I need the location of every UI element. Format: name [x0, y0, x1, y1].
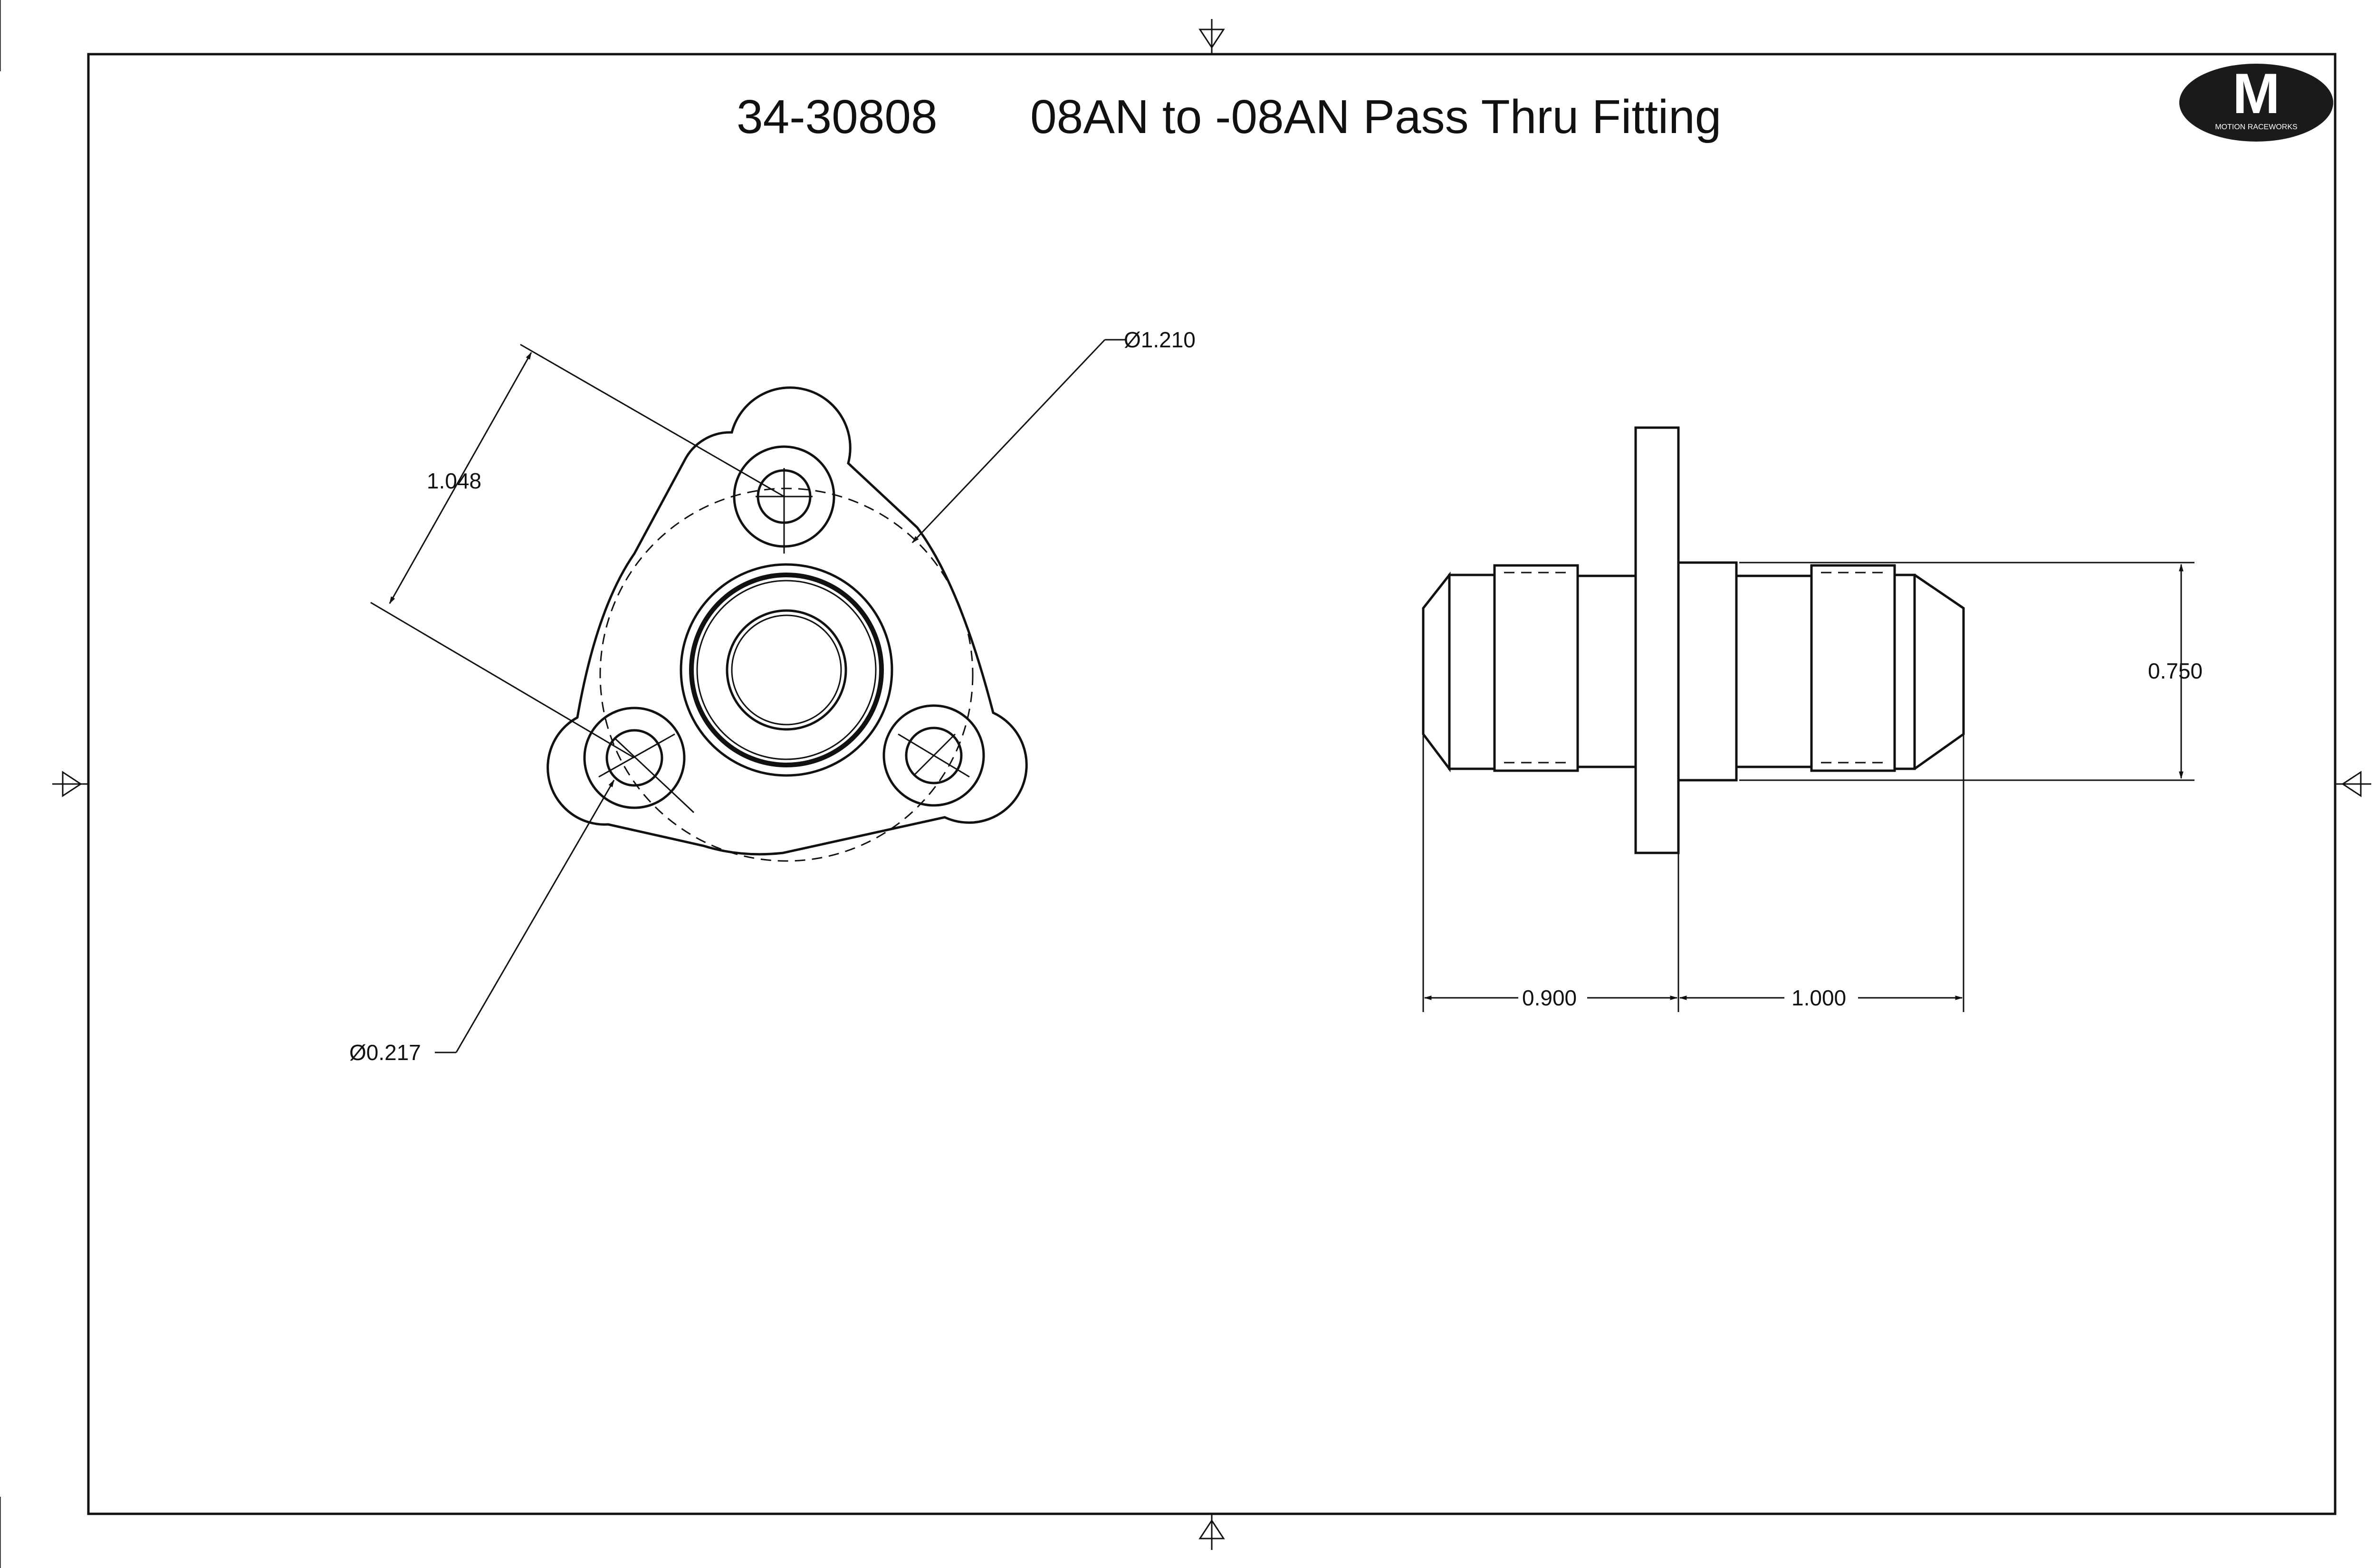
- bolt-hole-right: [882, 704, 985, 807]
- left-thread-body: [1448, 574, 1496, 770]
- flange-outline: [546, 386, 1028, 856]
- dim-hole-spacing: [370, 344, 785, 759]
- brand-logo: M MOTION RACEWORKS: [2179, 62, 2333, 142]
- left-flare: [1422, 571, 1451, 773]
- logo-brand-text: MOTION RACEWORKS: [2215, 123, 2297, 131]
- dim-hole-diameter: [435, 779, 615, 1053]
- dim-hole-spacing-label: 1.048: [427, 468, 481, 493]
- centering-marks: [52, 19, 2371, 1550]
- sheet-border: [87, 53, 2337, 1515]
- port-inner-ring-b: [696, 580, 877, 760]
- left-thread: [1493, 564, 1579, 772]
- dim-right-length-label: 1.000: [1792, 985, 1846, 1010]
- port-bore-inner: [731, 614, 842, 726]
- flange-plate: [1634, 426, 1680, 854]
- port-bore: [726, 609, 847, 731]
- dim-hex-height: [1739, 562, 2194, 781]
- dim-hex-height-label: 0.750: [2148, 659, 2203, 683]
- front-view: 1.048 Ø1.210 Ø0.217: [349, 327, 1196, 1065]
- bolt-circle: [599, 488, 974, 862]
- dim-bolt-circle-label: Ø1.210: [1124, 327, 1196, 352]
- dim-hole-diameter-label: Ø0.217: [349, 1040, 421, 1065]
- dim-bolt-circle: [911, 339, 1126, 544]
- right-thread-body: [1893, 574, 1916, 770]
- logo-letter: M: [2232, 62, 2280, 125]
- part-description: 08AN to -08AN Pass Thru Fitting: [1030, 90, 1721, 143]
- right-flare: [1914, 574, 1965, 770]
- port-outer-ring: [680, 563, 893, 777]
- side-view: 0.750 0.900 1.000: [1422, 426, 2203, 1012]
- hex-body: [1677, 561, 1738, 782]
- right-neck: [1735, 574, 1813, 768]
- dim-lengths: [1422, 734, 1964, 1012]
- dim-left-length-label: 0.900: [1522, 985, 1577, 1010]
- bolt-hole-left: [583, 707, 695, 813]
- bolt-hole-top: [733, 445, 835, 554]
- left-neck: [1576, 574, 1637, 768]
- port-inner-ring-a: [689, 573, 884, 767]
- right-thread: [1810, 564, 1896, 772]
- part-number: 34-30808: [737, 90, 938, 143]
